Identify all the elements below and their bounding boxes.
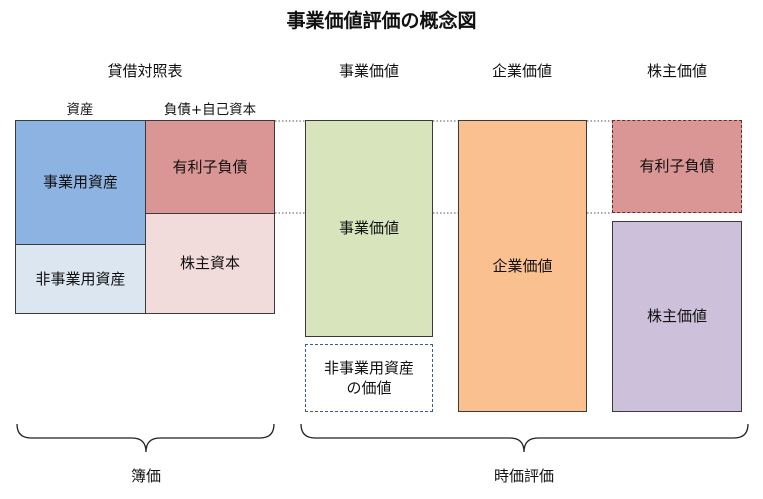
brace-book-value <box>16 423 275 453</box>
box-non-business-assets-value: 非事業用資産 の価値 <box>305 344 433 412</box>
label-book-value: 簿価 <box>130 467 161 485</box>
label-debt-value: 有利子負債 <box>639 157 715 176</box>
brace-market-value <box>300 423 749 453</box>
header-enterprise-value: 企業価値 <box>491 62 552 80</box>
label-enterprise-value: 企業価値 <box>492 256 553 275</box>
header-balance-sheet: 貸借対照表 <box>107 62 183 80</box>
box-shareholders-equity: 株主資本 <box>145 213 275 314</box>
label-interest-bearing-debt: 有利子負債 <box>172 157 248 176</box>
label-business-assets: 事業用資産 <box>42 173 118 192</box>
label-equity-value: 株主価値 <box>646 307 707 326</box>
box-non-business-assets: 非事業用資産 <box>15 244 146 314</box>
subheader-liabilities-equity: 負債+自己資本 <box>163 102 257 118</box>
subheader-assets: 資産 <box>66 102 94 118</box>
header-equity-value: 株主価値 <box>646 62 707 80</box>
label-non-business-assets-value-line2: の価値 <box>346 379 392 397</box>
diagram-title: 事業価値評価の概念図 <box>286 10 477 32</box>
label-shareholders-equity: 株主資本 <box>179 254 240 273</box>
box-business-value: 事業価値 <box>305 120 433 337</box>
label-business-value: 事業価値 <box>338 219 399 238</box>
label-market-value: 時価評価 <box>493 467 554 485</box>
box-interest-bearing-debt: 有利子負債 <box>145 120 275 214</box>
label-non-business-assets-value-line1: 非事業用資産 <box>323 358 414 377</box>
box-business-assets: 事業用資産 <box>15 120 146 245</box>
label-non-business-assets: 非事業用資産 <box>35 269 126 288</box>
box-equity-value: 株主価値 <box>612 221 742 412</box>
header-business-value: 事業価値 <box>338 62 399 80</box>
box-debt-value: 有利子負債 <box>612 120 742 213</box>
box-enterprise-value: 企業価値 <box>458 120 587 412</box>
